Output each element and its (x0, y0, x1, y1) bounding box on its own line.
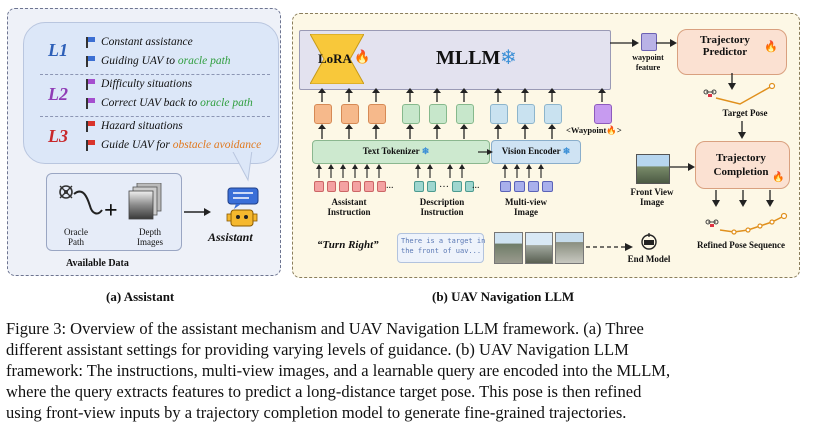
l2-item-correct-uav: Correct UAV back to oracle path (86, 97, 253, 109)
red-flag-icon (86, 139, 95, 151)
oracle-path-label: Oracle Path (64, 227, 88, 247)
view-photo-left (494, 232, 523, 264)
ellipsis: ... (472, 180, 480, 191)
arrow-right-icon (610, 39, 639, 47)
target-pose-label: Target Pose (722, 108, 768, 118)
dashed-arrow-right-icon (586, 243, 633, 251)
bubble-tail (231, 150, 253, 182)
arrow-right-icon (478, 149, 493, 155)
arrow-right-icon (656, 39, 677, 47)
up-arrows-into-mllm (318, 88, 606, 102)
trajectory-completion-label: Trajectory Completion (713, 152, 769, 178)
arrow-right-icon (670, 163, 695, 171)
level-divider (40, 74, 270, 75)
assistant-instruction-tokens (314, 181, 386, 192)
depth-images-label: Depth Images (137, 227, 163, 247)
refined-pose-sequence-graphic (705, 212, 788, 235)
purple-flag-icon (86, 78, 95, 90)
image-token (544, 104, 562, 124)
l1-item-guiding-uav: Guiding UAV to oracle path (86, 55, 231, 67)
level-divider (40, 116, 270, 117)
end-model-icon (641, 233, 657, 250)
front-view-image (636, 154, 670, 184)
multi-view-photos (494, 232, 585, 264)
target-pose-graphic (703, 82, 776, 105)
l3-item-guide-uav: Guide UAV for obstacle avoidance (86, 139, 261, 151)
text-tokenizer-label: Text Tokenizer ❄ (362, 146, 430, 156)
description-token (456, 104, 474, 124)
caption-line: using front-view inputs by a trajectory … (6, 403, 627, 422)
description-text: There is a target in the front of uav... (401, 237, 486, 255)
assistant-robot-icon (226, 187, 259, 227)
fire-icon: 🔥 (354, 49, 371, 64)
l2-item-difficulty: Difficulty situations (86, 78, 192, 90)
level-l2-label: L2 (48, 84, 68, 104)
waypoint-token-label: <Waypoint🔥> (566, 125, 622, 135)
trajectory-completion-box (695, 141, 790, 189)
vision-encoder-block (491, 140, 581, 164)
blue-flag-icon (86, 55, 95, 67)
lora-adapter-shape (310, 34, 364, 84)
view-photo-right (555, 232, 585, 264)
view-photo-front (524, 232, 554, 264)
level-l3-label: L3 (48, 126, 68, 146)
red-flag-icon (86, 120, 95, 132)
instruction-token (341, 104, 359, 124)
end-model-label: End Model (627, 254, 671, 264)
trajectory-predictor-label: Trajectory Predictor (700, 34, 750, 58)
blue-flag-icon (86, 36, 95, 48)
l3-item-hazard: Hazard situations (86, 120, 183, 132)
image-token (490, 104, 508, 124)
vision-encoder-label: Vision Encoder ❄ (501, 146, 571, 156)
fire-icon: 🔥 (772, 172, 785, 183)
waypoint-query-token (594, 104, 612, 124)
caption-line: framework: The instructions, multi-view … (6, 361, 671, 380)
available-data-label: Available Data (66, 258, 129, 269)
refined-pose-sequence-label: Refined Pose Sequence (697, 240, 785, 250)
turn-right-instruction: “Turn Right” (317, 239, 379, 251)
lora-label: LoRA (318, 51, 352, 66)
caption-line: where the query extracts features to pre… (6, 382, 642, 401)
input-up-arrows (316, 164, 544, 178)
multi-view-image-label: Multi-view Image (505, 197, 547, 217)
multi-view-image-tokens (500, 181, 554, 192)
subcaption-b: (b) UAV Navigation LLM (432, 289, 575, 304)
image-token (517, 104, 535, 124)
instruction-token (368, 104, 386, 124)
depth-images-icon (128, 183, 162, 220)
description-token (402, 104, 420, 124)
description-text-box (397, 233, 484, 263)
text-tokenizer-block (312, 140, 490, 164)
fire-icon: 🔥 (764, 41, 778, 53)
ellipsis: ... (386, 180, 394, 191)
arrow-right-icon (184, 208, 211, 216)
mllm-label: MLLM (436, 47, 501, 69)
assistance-levels-bubble (23, 22, 279, 164)
description-instruction-label: Description Instruction (419, 197, 465, 217)
arrow-down-group (712, 190, 774, 207)
waypoint-feature-token (641, 33, 657, 51)
plus-sign: + (104, 198, 118, 224)
instruction-token (314, 104, 332, 124)
caption-line: different assistant settings for providi… (6, 340, 629, 359)
l1-item-constant-assistance: Constant assistance (86, 36, 193, 48)
assistant-label: Assistant (208, 230, 253, 244)
waypoint-feature-label: waypoint feature (632, 53, 664, 72)
level-l1-label: L1 (48, 40, 68, 60)
oracle-path-icon (59, 185, 103, 215)
arrow-down-icon (738, 121, 746, 139)
purple-flag-icon (86, 97, 95, 109)
snowflake-icon: ❄ (500, 47, 517, 69)
description-token (429, 104, 447, 124)
trajectory-predictor-box (677, 29, 787, 75)
subcaption-a: (a) Assistant (106, 289, 175, 304)
figure-caption: Figure 3: Overview of the assistant mech… (6, 318, 816, 423)
description-instruction-tokens: … (414, 180, 474, 192)
up-arrows-from-encoders (318, 124, 556, 139)
assistant-instruction-label: Assistant Instruction (327, 197, 371, 217)
front-view-image-label: Front View Image (630, 187, 674, 207)
arrow-down-icon (728, 73, 736, 90)
caption-line: Figure 3: Overview of the assistant mech… (6, 319, 644, 338)
